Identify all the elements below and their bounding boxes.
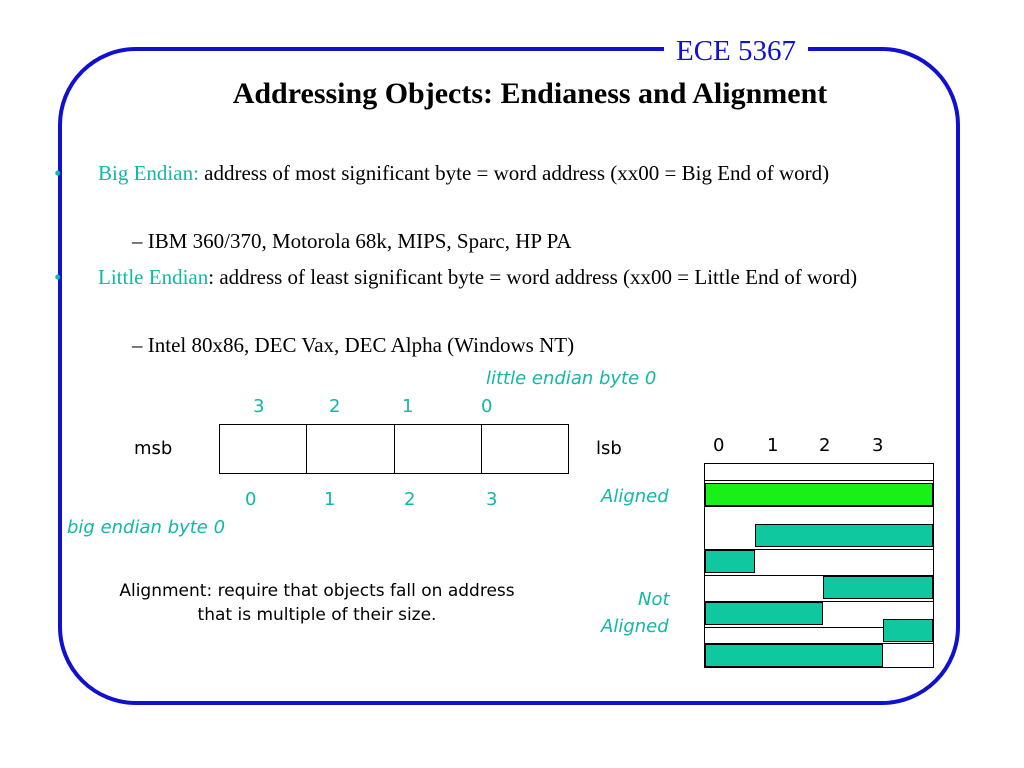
- lsb-label: lsb: [596, 438, 622, 459]
- grid-row: [705, 507, 933, 550]
- grid-row: [705, 628, 933, 644]
- byte-index: 2: [819, 435, 831, 456]
- not-label: Not: [638, 589, 670, 610]
- slide-title: Addressing Objects: Endianess and Alignm…: [232, 77, 828, 110]
- bullet-term: Big Endian:: [98, 161, 199, 185]
- bullet-text: : address of least significant byte = wo…: [208, 265, 858, 289]
- bullet-text: address of most significant byte = word …: [198, 161, 830, 185]
- course-tag: ECE 5367: [664, 34, 809, 68]
- sub-bullet-big-endian: – IBM 360/370, Motorola 68k, MIPS, Sparc…: [132, 229, 572, 253]
- top-index: 3: [253, 396, 265, 417]
- byte-cell: [395, 425, 482, 473]
- byte-index: 1: [767, 435, 779, 456]
- top-index: 1: [402, 396, 414, 417]
- bullet-term: Little Endian: [98, 265, 209, 289]
- note-line: Alignment: require that objects fall on …: [119, 581, 515, 601]
- byte-cell: [307, 425, 395, 473]
- top-index: 2: [329, 396, 341, 417]
- byte-cell: [220, 425, 308, 473]
- grid-row: [705, 576, 933, 602]
- word-box: [219, 424, 569, 474]
- aligned-label: Aligned: [601, 486, 669, 507]
- aligned-word-bar: [705, 483, 933, 506]
- misaligned-bar: [705, 602, 823, 625]
- misaligned-bar: [705, 550, 755, 573]
- aligned-label-2: Aligned: [601, 616, 669, 637]
- bullet-little-endian: • Little Endian: address of least signifi…: [54, 262, 988, 292]
- alignment-note: Alignment: require that objects fall on …: [60, 579, 574, 627]
- bottom-index: 1: [324, 489, 336, 510]
- grid-row: [705, 464, 933, 481]
- grid-row: [705, 602, 933, 628]
- top-index: 0: [481, 396, 493, 417]
- alignment-grid: [704, 463, 934, 668]
- bottom-index: 0: [245, 489, 257, 510]
- grid-row: [705, 550, 933, 576]
- byte-index: 0: [713, 435, 725, 456]
- bullet-dot-icon: •: [54, 265, 62, 289]
- slide-frame: [58, 47, 960, 705]
- byte-cell: [482, 425, 568, 473]
- grid-row: [705, 481, 933, 507]
- byte-index: 3: [872, 435, 884, 456]
- misaligned-bar: [755, 524, 933, 547]
- bottom-index: 3: [486, 489, 498, 510]
- msb-label: msb: [134, 438, 173, 459]
- sub-bullet-little-endian: – Intel 80x86, DEC Vax, DEC Alpha (Windo…: [132, 333, 575, 357]
- misaligned-bar: [705, 644, 883, 667]
- little-endian-label: little endian byte 0: [486, 368, 657, 389]
- misaligned-bar: [883, 619, 933, 642]
- note-line: that is multiple of their size.: [197, 605, 437, 625]
- bottom-index: 2: [404, 489, 416, 510]
- bullet-big-endian: • Big Endian: address of most significant…: [54, 158, 978, 188]
- misaligned-bar: [823, 576, 933, 599]
- bullet-dot-icon: •: [54, 161, 62, 185]
- big-endian-label: big endian byte 0: [67, 517, 226, 538]
